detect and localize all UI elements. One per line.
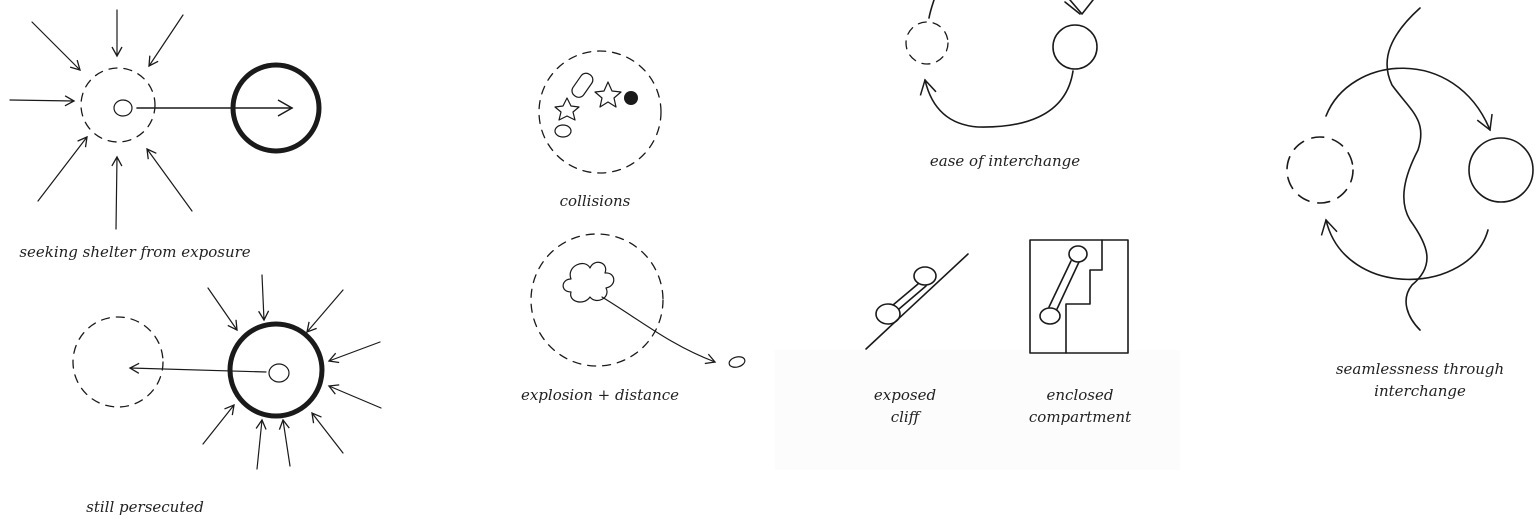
drift-arrow [601, 296, 717, 365]
left-dashed-circle-4 [1286, 136, 1354, 204]
seamlessness-diagram [1286, 7, 1534, 331]
caption-enclosed-line-1: enclosed [1046, 386, 1114, 404]
distant-oval [728, 356, 746, 368]
left-dashed-circle-3 [905, 21, 949, 65]
pressure-arrow-1 [31, 21, 81, 71]
exposed-cliff-diagram [865, 253, 969, 350]
cliff-link-2 [898, 285, 927, 310]
escape-arrow [128, 362, 267, 374]
seeking-shelter-diagram [9, 9, 322, 230]
still-persecuted-diagram [72, 274, 382, 470]
self-small-circle [113, 99, 133, 117]
star-shape-2 [554, 97, 580, 121]
attack-arrow-2 [258, 274, 270, 322]
top-arc-left [928, 0, 935, 19]
collision-dashed-circle [538, 50, 662, 174]
explosion-diagram [530, 233, 746, 368]
caption-collisions: collisions [559, 192, 631, 210]
compartment-box [1029, 239, 1129, 354]
pressure-arrow-4 [9, 95, 76, 107]
right-solid-circle-4 [1468, 137, 1534, 203]
caption-enclosed-compartment: enclosed compartment [1010, 384, 1150, 428]
cliff-line [865, 253, 969, 350]
left-dashed-circle [72, 316, 164, 408]
pressure-arrow-5 [37, 135, 88, 202]
cliff-circle-top [913, 266, 937, 286]
caption-exposed-line-2: cliff [890, 408, 920, 426]
capsule-shape [571, 72, 594, 98]
attack-arrow-1 [207, 287, 238, 332]
ease-of-interchange-diagram [905, 0, 1098, 128]
right-solid-circle-3 [1052, 24, 1098, 70]
explosion-dashed-circle [530, 233, 664, 367]
self-small-circle-2 [268, 363, 290, 383]
caption-exposed-line-1: exposed [873, 386, 937, 404]
compartment-link-2 [1056, 261, 1080, 310]
attack-arrow-7 [278, 418, 291, 467]
caption-persecuted: still persecuted [86, 498, 204, 516]
attack-arrow-6 [311, 411, 344, 454]
caption-seeking: seeking shelter from exposure [19, 243, 251, 261]
compartment-wall [1065, 239, 1103, 354]
pressure-arrow-7 [146, 147, 193, 212]
compartment-circle-bottom [1039, 307, 1061, 325]
caption-seamless-line-2: interchange [1374, 382, 1466, 400]
compartment-link-1 [1048, 260, 1072, 308]
top-arc-right [1064, 1, 1081, 15]
wavy-path [1386, 7, 1428, 331]
exposed-dashed-circle [80, 67, 156, 143]
collisions-diagram [538, 50, 662, 174]
cliff-circle-bottom [875, 303, 901, 325]
caption-exposed-cliff: exposed cliff [860, 384, 950, 428]
top-arc-arrow [1325, 67, 1493, 132]
caption-seamlessness: seamlessness through interchange [1320, 358, 1520, 402]
attack-arrow-9 [202, 403, 235, 445]
cloud-shape [562, 261, 615, 303]
caption-interchange: ease of interchange [929, 152, 1081, 170]
caption-enclosed-line-2: compartment [1028, 408, 1132, 426]
cliff-link-1 [892, 283, 919, 306]
shelter-bold-circle-2 [227, 321, 325, 419]
pressure-arrow-3 [148, 14, 184, 68]
hatched-dot [624, 91, 638, 105]
bottom-arc-arrow-4 [1320, 218, 1489, 281]
attack-arrow-8 [255, 418, 267, 470]
pressure-arrow-6 [111, 155, 123, 230]
attack-arrow-3 [306, 289, 344, 334]
enclosed-compartment-diagram [1029, 239, 1129, 354]
caption-explosion: explosion + distance [520, 386, 680, 404]
bottom-arc-arrow [919, 70, 1074, 128]
attack-arrow-4 [327, 341, 381, 364]
caption-seamless-line-1: seamlessness through [1335, 360, 1505, 378]
star-shape-1 [594, 81, 622, 108]
paper-patch [775, 350, 1180, 470]
attack-arrow-5 [327, 384, 382, 409]
top-arrowhead [1069, 0, 1094, 15]
compartment-circle-top [1068, 245, 1088, 263]
small-oval [554, 124, 572, 138]
